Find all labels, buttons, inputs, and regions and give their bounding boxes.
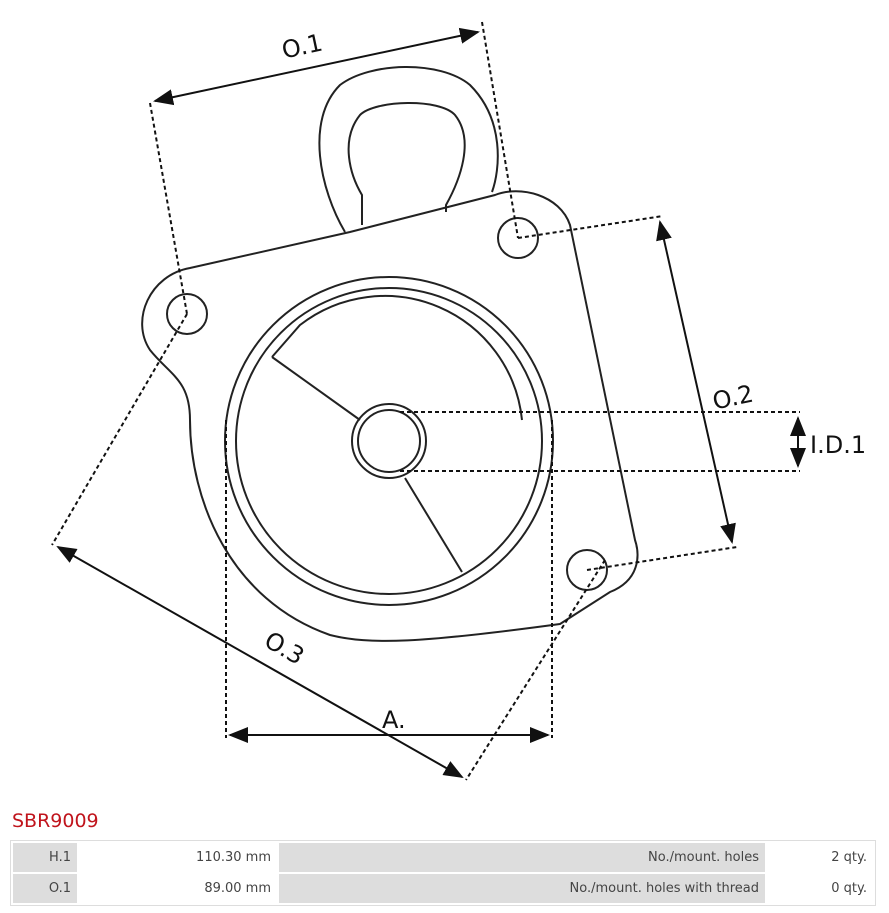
spec-value: 110.30 mm — [79, 843, 277, 872]
label-o1: O.1 — [279, 29, 325, 65]
mount-hole — [166, 293, 208, 335]
label-o3: O.3 — [260, 626, 309, 671]
mount-hole — [566, 549, 608, 591]
spec-key: H.1 — [13, 843, 77, 872]
spec-key: No./mount. holes — [279, 843, 765, 872]
mounting-loop — [318, 66, 499, 233]
product-code: SBR9009 — [12, 810, 99, 832]
spec-key: O.1 — [13, 874, 77, 903]
spec-value: 2 qty. — [767, 843, 873, 872]
technical-drawing: O.1 O.2 I.D.1 O.3 A. — [51, 21, 866, 781]
outer-ring — [224, 276, 554, 606]
flange-outline — [141, 190, 639, 642]
label-id1: I.D.1 — [810, 431, 866, 459]
inner-bore — [351, 403, 427, 479]
label-a: A. — [382, 706, 406, 734]
label-o2: O.2 — [710, 380, 756, 416]
spec-table: H.1 110.30 mm No./mount. holes 2 qty. O.… — [10, 840, 876, 906]
table-row: H.1 110.30 mm No./mount. holes 2 qty. — [13, 843, 873, 872]
mount-hole — [497, 217, 539, 259]
table-row: O.1 89.00 mm No./mount. holes with threa… — [13, 874, 873, 903]
spec-value: 89.00 mm — [79, 874, 277, 903]
spec-key: No./mount. holes with thread — [279, 874, 765, 903]
spec-value: 0 qty. — [767, 874, 873, 903]
